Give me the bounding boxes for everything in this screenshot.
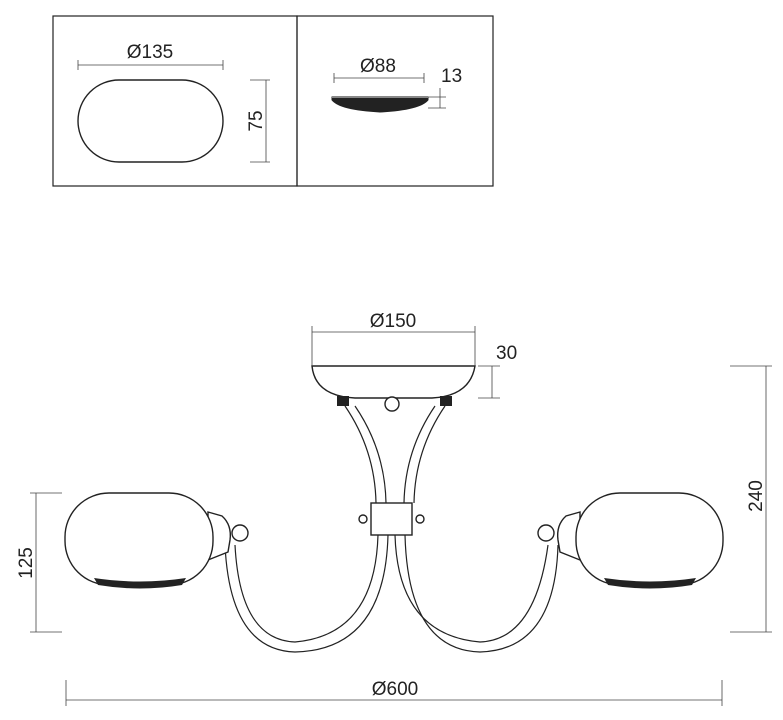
- bulb-height-label: 13: [441, 66, 462, 87]
- shade-detail: Ø135 75: [77, 42, 270, 163]
- canopy-diameter-label: Ø150: [370, 311, 416, 332]
- canopy-height-label: 30: [496, 343, 517, 364]
- shade-height-label: 75: [246, 110, 267, 131]
- detail-panel: Ø135 75 Ø88 13: [52, 15, 494, 187]
- arms: [224, 534, 559, 653]
- central-stems: [344, 405, 446, 536]
- canopy-outline: [311, 365, 476, 399]
- fixture-shade-height-label: 125: [16, 547, 37, 579]
- bulb-detail: Ø88 13: [331, 56, 462, 113]
- left-shade-outline: [64, 492, 214, 586]
- total-width-label: Ø600: [372, 679, 418, 700]
- bulb-diameter-label: Ø88: [360, 56, 396, 77]
- total-height-label: 240: [746, 480, 767, 512]
- canopy: Ø150 30: [311, 311, 517, 412]
- left-shade: [64, 492, 249, 589]
- right-shade: [537, 492, 724, 589]
- bulb-detail-shape: [331, 96, 429, 113]
- shade-diameter-label: Ø135: [127, 42, 173, 63]
- center-hub: [370, 502, 413, 536]
- right-shade-outline: [575, 492, 724, 586]
- fixture-drawing: Ø150 30: [16, 311, 772, 706]
- shade-detail-outline: [77, 79, 224, 163]
- detail-panel-right-box: [296, 15, 494, 187]
